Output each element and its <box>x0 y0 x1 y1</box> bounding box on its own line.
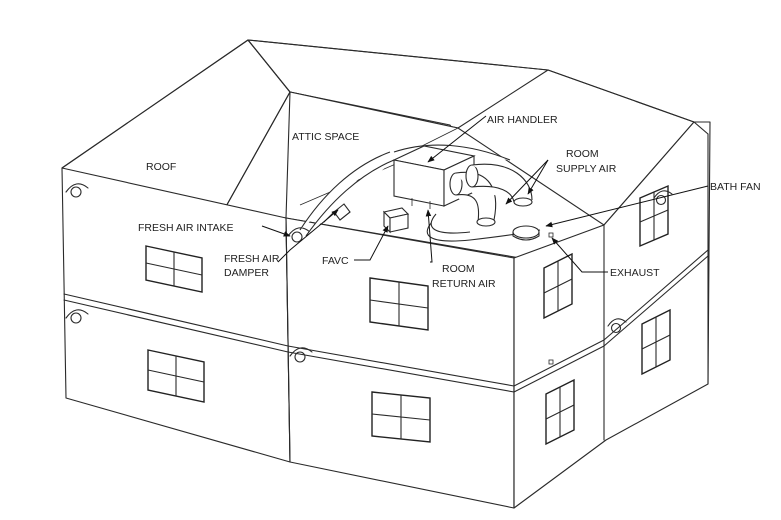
window-right-back-lower <box>641 308 671 376</box>
air-handler-label: AIR HANDLER <box>487 114 558 126</box>
favc-box <box>382 207 410 234</box>
leader-lines <box>261 115 709 273</box>
attic-space-label: ATTIC SPACE <box>292 131 359 143</box>
vent-left-lower <box>65 309 89 324</box>
exhaust-label: EXHAUST <box>610 267 660 279</box>
room-return-air-label-line2: RETURN AIR <box>432 278 496 290</box>
window-left-upper <box>145 245 203 293</box>
front-wall <box>285 217 515 509</box>
exhaust-vent <box>548 232 554 238</box>
bath-fan-leader <box>545 185 709 228</box>
fresh-air-damper-leader <box>277 209 339 263</box>
vent-front-lower <box>289 347 313 363</box>
vent-left-upper <box>65 183 89 198</box>
exhaust-leader <box>551 237 608 273</box>
front-floor-line <box>287 345 515 387</box>
bath-fan <box>512 225 540 241</box>
room-supply-air-label-line2: SUPPLY AIR <box>556 163 617 175</box>
window-right-front-upper <box>543 252 573 320</box>
left-wall <box>61 167 291 463</box>
window-right-front-lower <box>545 378 575 446</box>
room-return-air-label-line1: ROOM <box>442 263 475 275</box>
supply-air-leader-2 <box>527 159 549 195</box>
small-vent <box>548 359 554 365</box>
favc-label: FAVC <box>322 255 349 267</box>
bath-fan-label: BATH FAN <box>710 181 761 193</box>
roof-label: ROOF <box>146 161 176 173</box>
right-floor-line <box>513 249 709 387</box>
vent-right-back-upper <box>653 190 673 206</box>
window-front-lower <box>371 391 431 443</box>
favc-leader <box>354 225 389 261</box>
supply-air-leader-1 <box>505 159 549 205</box>
vent-right-lower <box>607 318 627 334</box>
window-left-lower <box>147 349 205 403</box>
fresh-air-damper-label-line2: DAMPER <box>224 267 269 279</box>
supply-duct-1 <box>449 171 497 227</box>
fresh-air-intake-label: FRESH AIR INTAKE <box>138 222 234 234</box>
window-front-upper <box>369 277 429 331</box>
fresh-air-damper-label-line1: FRESH AIR <box>224 253 280 265</box>
room-return-air-leader <box>425 209 433 263</box>
fresh-air-intake-leader <box>261 225 291 237</box>
air-handler-leader <box>427 115 487 163</box>
room-supply-air-label-line1: ROOM <box>566 148 599 160</box>
supply-duct-2 <box>465 163 533 207</box>
left-floor-line <box>63 293 289 347</box>
